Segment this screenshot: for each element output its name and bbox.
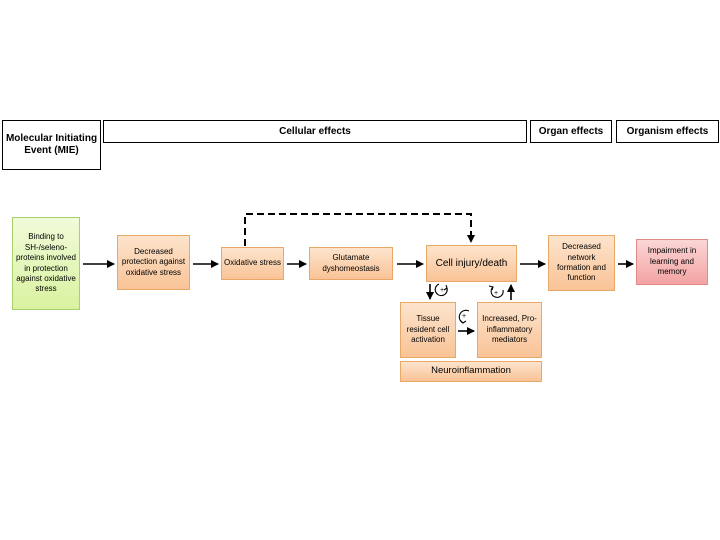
header-organ-effects: Organ effects	[530, 120, 612, 143]
feedback-loop-icon-1	[434, 283, 448, 297]
header-organism-effects: Organism effects	[616, 120, 719, 143]
feedback-plus-1: +	[440, 287, 444, 294]
node-mie-binding: Binding to SH-/seleno-proteins involved …	[12, 217, 80, 310]
feedback-loop-icon-2	[488, 285, 504, 298]
header-mie: Molecular Initiating Event (MIE)	[2, 120, 101, 170]
node-decreased-network: Decreased network formation and function	[548, 235, 615, 291]
feedback-plus-3: +	[462, 313, 466, 320]
node-oxidative-stress: Oxidative stress	[221, 247, 284, 280]
node-decreased-protection: Decreased protection against oxidative s…	[117, 235, 190, 290]
feedback-plus-2: +	[494, 290, 498, 297]
node-tissue-resident-activation: Tissue resident cell activation	[400, 302, 456, 358]
node-neuroinflammation: Neuroinflammation	[400, 361, 542, 382]
node-cell-injury: Cell injury/death	[426, 245, 517, 282]
arrow-dashed-oxidative-to-cell-injury	[244, 213, 475, 246]
node-impairment-learning-memory: Impairment in learning and memory	[636, 239, 708, 285]
node-glutamate-dyshomeostasis: Glutamate dyshomeostasis	[309, 247, 393, 280]
header-cellular-effects: Cellular effects	[103, 120, 527, 143]
feedback-loop-icon-3	[458, 309, 470, 324]
node-proinflammatory-mediators: Increased, Pro-inflammatory mediators	[477, 302, 542, 358]
